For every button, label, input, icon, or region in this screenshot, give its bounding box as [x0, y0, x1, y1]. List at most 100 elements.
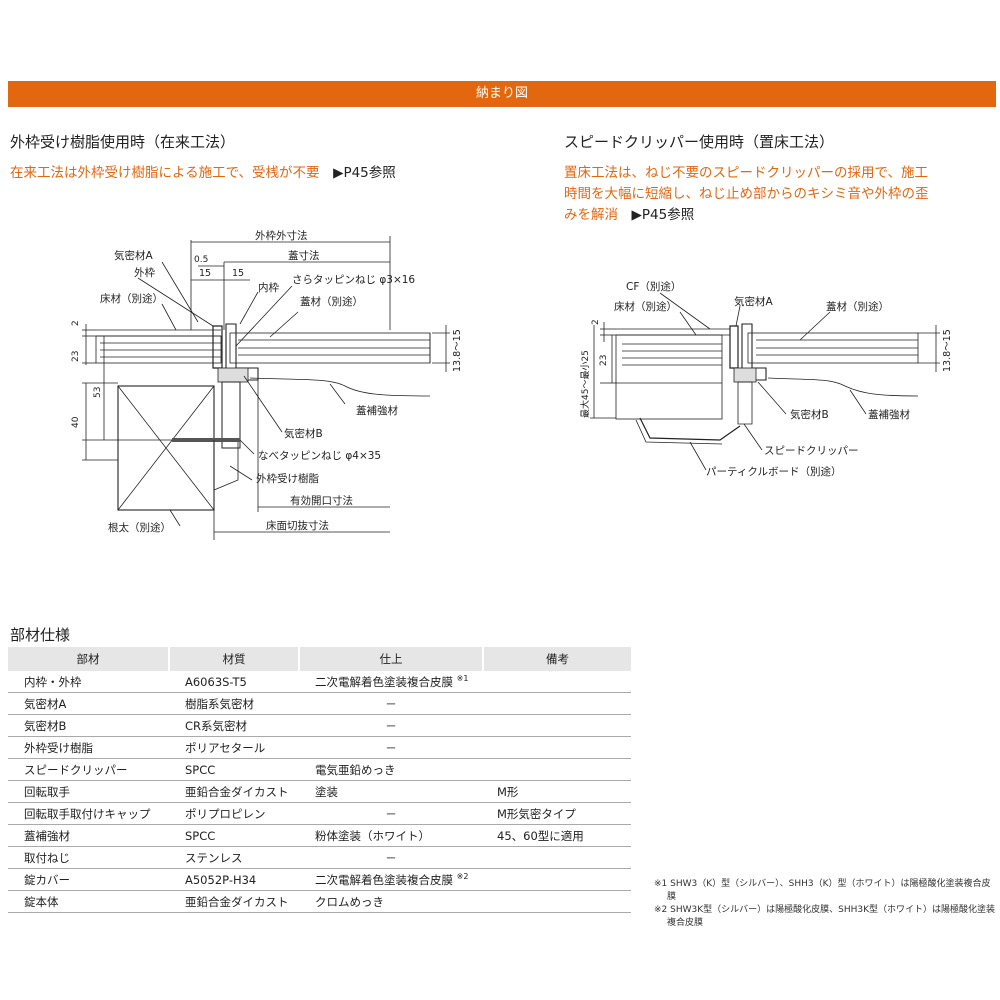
left-dim-15a: 15 — [199, 268, 211, 279]
left-effective-label: 有効開口寸法 — [290, 494, 353, 507]
spec-row: 外枠受け樹脂 ポリアセタール － — [8, 736, 631, 759]
right-lead: 置床工法は、ねじ不要のスピードクリッパーの採用で、施工 時間を大幅に短縮し、ねじ… — [564, 163, 929, 226]
spec-cell-finish: 塗装 — [299, 780, 483, 803]
spec-cell-material: SPCC — [169, 824, 299, 847]
spec-cell-part: 回転取手取付けキャップ — [8, 802, 169, 825]
left-dim-15b: 15 — [232, 268, 244, 279]
spec-cell-finish: 二次電解着色塗装複合皮膜 ※2 — [299, 868, 483, 891]
spec-cell-remark-text: 45、60型に適用 — [497, 828, 584, 843]
spec-cell-material-text: 亜鉛合金ダイカスト — [185, 894, 289, 909]
spec-cell-finish-text: － — [385, 806, 397, 821]
spec-cell-finish-text: 電気亜鉛めっき — [315, 762, 396, 777]
spec-cell-material: 亜鉛合金ダイカスト — [169, 890, 299, 913]
spec-cell-part-text: 外枠受け樹脂 — [24, 740, 93, 755]
right-floor-label: 床材（別途） — [614, 300, 677, 313]
spec-cell-part-text: 錠本体 — [24, 894, 59, 909]
right-clipper-label: スピードクリッパー — [764, 445, 859, 457]
spec-cell-material: SPCC — [169, 758, 299, 781]
spec-cell-material-text: ポリプロピレン — [185, 806, 266, 821]
spec-row: 気密材B CR系気密材 － — [8, 714, 631, 737]
section-banner: 納まり図 — [8, 81, 996, 107]
spec-cell-part: 外枠受け樹脂 — [8, 736, 169, 759]
spec-cell-remark — [483, 692, 631, 715]
spec-cell-finish-text: 二次電解着色塗装複合皮膜 — [315, 674, 453, 689]
spec-cell-finish: － — [299, 802, 483, 825]
left-lid-material-label: 蓋材（別途） — [300, 295, 363, 308]
left-reinforce-label: 蓋補強材 — [356, 404, 398, 417]
spec-title: 部材仕様 — [10, 626, 71, 644]
spec-header-remark: 備考 — [482, 647, 631, 671]
right-diagram-title: スピードクリッパー使用時（置床工法） — [564, 133, 835, 151]
spec-cell-material-text: SPCC — [185, 828, 216, 843]
left-dim-138: 13.8～15 — [452, 329, 463, 372]
right-lead-line-2: 時間を大幅に短縮し、ねじ止め部からのキシミ音や外枠の歪 — [564, 186, 929, 202]
spec-cell-material: 亜鉛合金ダイカスト — [169, 780, 299, 803]
spec-cell-finish: 粉体塗装（ホワイト） — [299, 824, 483, 847]
left-cut-label: 床面切抜寸法 — [266, 519, 329, 532]
spec-cell-material: ポリアセタール — [169, 736, 299, 759]
left-screw1-label: さらタッピンねじ φ3×16 — [292, 274, 415, 286]
spec-cell-finish-text: － — [385, 740, 397, 755]
spec-header-finish: 仕上 — [298, 647, 483, 671]
spec-row: 錠本体 亜鉛合金ダイカスト クロムめっき — [8, 890, 631, 913]
spec-cell-material-text: CR系気密材 — [185, 718, 248, 733]
spec-row: 蓋補強材 SPCC 粉体塗装（ホワイト） 45、60型に適用 — [8, 824, 631, 847]
left-section-diagram: 外枠外寸法 蓋寸法 0.5 15 15 気密材A 外枠 床材（別途） 内枠 さら… — [71, 229, 463, 540]
left-lead: 在来工法は外枠受け樹脂による施工で、受桟が不要 ▶P45参照 — [10, 163, 396, 184]
spec-cell-remark — [483, 671, 631, 693]
right-board-label: パーティクルボード（別途） — [706, 465, 842, 478]
spec-cell-part-text: 取付ねじ — [24, 850, 70, 865]
right-dim-23: 23 — [599, 355, 609, 366]
spec-cell-material: 樹脂系気密材 — [169, 692, 299, 715]
spec-cell-remark — [483, 846, 631, 869]
spec-cell-part: 気密材B — [8, 714, 169, 737]
footnote-mark: ※2 — [456, 871, 469, 881]
spec-cell-material: A6063S-T5 — [169, 671, 299, 693]
spec-cell-finish-text: － — [385, 850, 397, 865]
spec-cell-finish: 二次電解着色塗装複合皮膜 ※1 — [299, 671, 483, 693]
left-airtight-a-label: 気密材A — [114, 249, 153, 262]
spec-cell-finish: － — [299, 692, 483, 715]
right-section-diagram: CF（別途） 床材（別途） 気密材A 蓋材（別途） 気密材B 蓋補強材 スピード… — [579, 280, 953, 478]
right-lead-line-1: 置床工法は、ねじ不要のスピードクリッパーの採用で、施工 — [564, 165, 928, 181]
right-dim-2: 2 — [591, 319, 601, 325]
left-outer-size-label: 外枠外寸法 — [255, 229, 308, 242]
spec-cell-part-text: 気密材B — [24, 718, 67, 733]
spec-cell-finish-text: － — [385, 696, 397, 711]
footnote-1: ※1 SHW3（K）型（シルバー）、SHH3（K）型（ホワイト）は陽極酸化塗装複… — [654, 879, 991, 902]
right-dim-138: 13.8～15 — [942, 329, 953, 372]
left-resin-label: 外枠受け樹脂 — [256, 472, 319, 485]
footnote-2: ※2 SHW3K型（シルバー）は陽極酸化皮膜、SHH3K型（ホワイト）は陽極酸化… — [654, 905, 996, 928]
spec-cell-finish: クロムめっき — [299, 890, 483, 913]
spec-cell-finish-text: 塗装 — [315, 784, 338, 799]
spec-cell-finish: － — [299, 714, 483, 737]
spec-cell-material-text: A5052P-H34 — [185, 872, 257, 887]
spec-cell-part-text: 蓋補強材 — [24, 828, 70, 843]
spec-cell-remark-text: M形気密タイプ — [497, 806, 576, 821]
spec-cell-remark — [483, 868, 631, 891]
footnotes: ※1 SHW3（K）型（シルバー）、SHH3（K）型（ホワイト）は陽極酸化塗装複… — [654, 878, 998, 930]
spec-cell-material: ステンレス — [169, 846, 299, 869]
left-dim-23: 23 — [71, 351, 81, 362]
left-dim-2: 2 — [71, 320, 81, 326]
spec-cell-material-text: 樹脂系気密材 — [185, 696, 254, 711]
left-lead-text: 在来工法は外枠受け樹脂による施工で、受桟が不要 — [10, 165, 320, 181]
spec-cell-material-text: ステンレス — [185, 850, 243, 865]
left-outer-frame-label: 外枠 — [134, 266, 155, 279]
spec-cell-remark — [483, 758, 631, 781]
spec-header-part: 部材 — [8, 647, 169, 671]
spec-cell-material: A5052P-H34 — [169, 868, 299, 891]
spec-cell-material-text: A6063S-T5 — [185, 674, 247, 689]
spec-cell-part: 取付ねじ — [8, 846, 169, 869]
spec-row: 取付ねじ ステンレス － — [8, 846, 631, 869]
spec-cell-finish-text: クロムめっき — [315, 894, 384, 909]
right-lead-line-3: みを解消 — [564, 207, 618, 223]
right-airtight-a-label: 気密材A — [734, 295, 773, 308]
spec-cell-finish: － — [299, 736, 483, 759]
spec-cell-material-text: 亜鉛合金ダイカスト — [185, 784, 289, 799]
spec-cell-part: 気密材A — [8, 692, 169, 715]
spec-cell-part-text: 錠カバー — [24, 872, 70, 887]
spec-cell-remark — [483, 736, 631, 759]
spec-row: 気密材A 樹脂系気密材 － — [8, 692, 631, 715]
